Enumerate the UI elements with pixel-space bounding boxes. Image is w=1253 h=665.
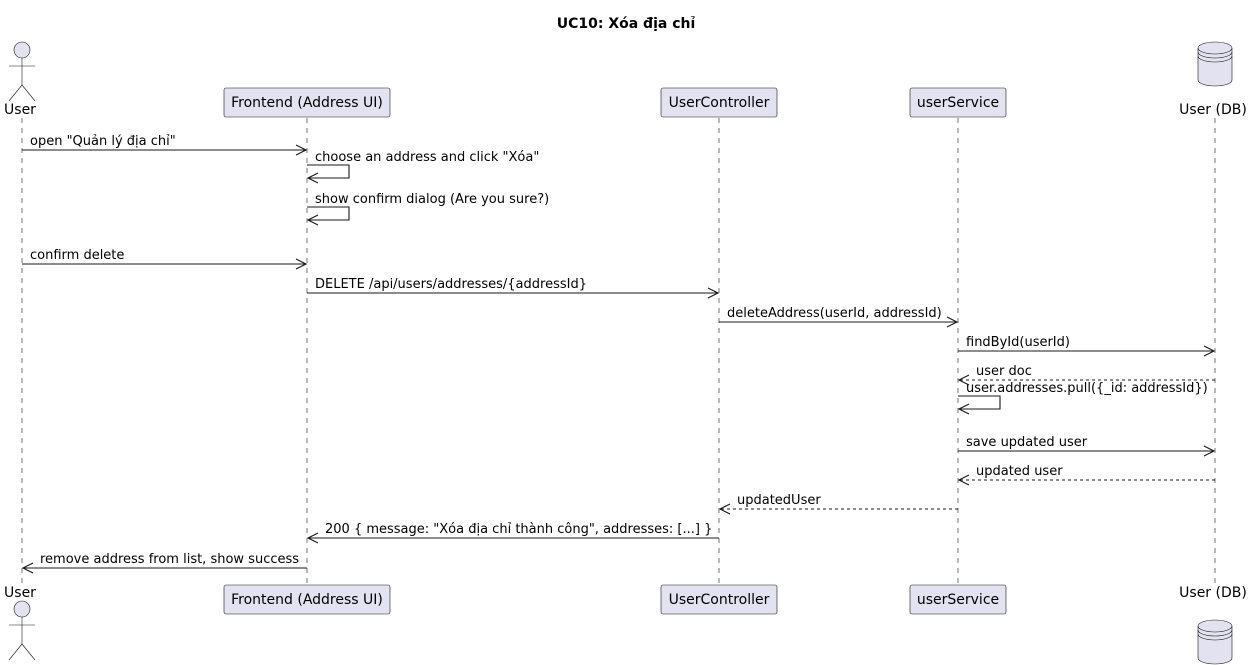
message-label-2: choose an address and click "Xóa" xyxy=(315,150,539,165)
participant-label-bottom-user: User xyxy=(4,585,36,601)
messages: open "Quản lý địa chỉ" choose an address … xyxy=(21,134,1216,574)
participant-label-top-controller: UserController xyxy=(669,95,770,111)
message-7: findById(userId) xyxy=(958,335,1216,357)
message-label-5: DELETE /api/users/addresses/{addressId} xyxy=(315,277,587,292)
database-icon-bottom-db xyxy=(1197,619,1233,665)
message-label-4: confirm delete xyxy=(30,248,124,263)
message-11: updated user xyxy=(957,464,1215,486)
diagram-title: UC10: Xóa địa chỉ xyxy=(557,16,696,32)
message-label-14: remove address from list, show success xyxy=(40,552,299,567)
participant-box-top-controller: UserController xyxy=(660,87,778,118)
participant-label-bottom-frontend: Frontend (Address UI) xyxy=(231,592,383,608)
message-3: show confirm dialog (Are you sure?) xyxy=(306,192,549,226)
participant-box-top-service: userService xyxy=(909,87,1007,118)
message-label-9: user.addresses.pull({_id: addressId}) xyxy=(966,381,1208,396)
participant-box-top-frontend: Frontend (Address UI) xyxy=(223,87,391,118)
participant-label-top-service: userService xyxy=(917,95,999,111)
participant-label-top-db: User (DB) xyxy=(1179,102,1247,118)
participant-label-bottom-controller: UserController xyxy=(669,592,770,608)
message-10: save updated user xyxy=(958,435,1216,457)
actor-figure-top-user xyxy=(8,41,36,102)
participant-box-bottom-service: userService xyxy=(909,584,1007,615)
message-4: confirm delete xyxy=(22,248,308,270)
message-12: updatedUser xyxy=(718,493,958,515)
participant-label-bottom-db: User (DB) xyxy=(1179,585,1247,601)
message-label-7: findById(userId) xyxy=(966,335,1070,350)
message-2: choose an address and click "Xóa" xyxy=(306,150,539,184)
message-label-13: 200 { message: "Xóa địa chỉ thành công",… xyxy=(325,522,712,537)
participant-box-bottom-controller: UserController xyxy=(660,584,778,615)
message-13: 200 { message: "Xóa địa chỉ thành công",… xyxy=(306,522,719,544)
message-label-11: updated user xyxy=(976,464,1063,479)
message-14: remove address from list, show success xyxy=(21,552,307,574)
message-label-8: user doc xyxy=(976,364,1032,379)
message-9: user.addresses.pull({_id: addressId}) xyxy=(957,381,1208,415)
database-icon-top-db xyxy=(1197,41,1233,87)
message-5: DELETE /api/users/addresses/{addressId} xyxy=(307,277,720,299)
message-label-12: updatedUser xyxy=(737,493,821,508)
participant-box-bottom-frontend: Frontend (Address UI) xyxy=(223,584,391,615)
message-8: user doc xyxy=(957,364,1215,386)
message-6: deleteAddress(userId, addressId) xyxy=(719,306,959,328)
participant-label-bottom-service: userService xyxy=(917,592,999,608)
participant-label-top-user: User xyxy=(4,102,36,118)
message-1: open "Quản lý địa chỉ" xyxy=(22,134,308,156)
message-label-1: open "Quản lý địa chỉ" xyxy=(30,134,176,149)
actor-figure-bottom-user xyxy=(8,600,36,661)
message-label-10: save updated user xyxy=(966,435,1088,450)
message-label-3: show confirm dialog (Are you sure?) xyxy=(315,192,549,207)
participant-label-top-frontend: Frontend (Address UI) xyxy=(231,95,383,111)
message-label-6: deleteAddress(userId, addressId) xyxy=(727,306,942,321)
